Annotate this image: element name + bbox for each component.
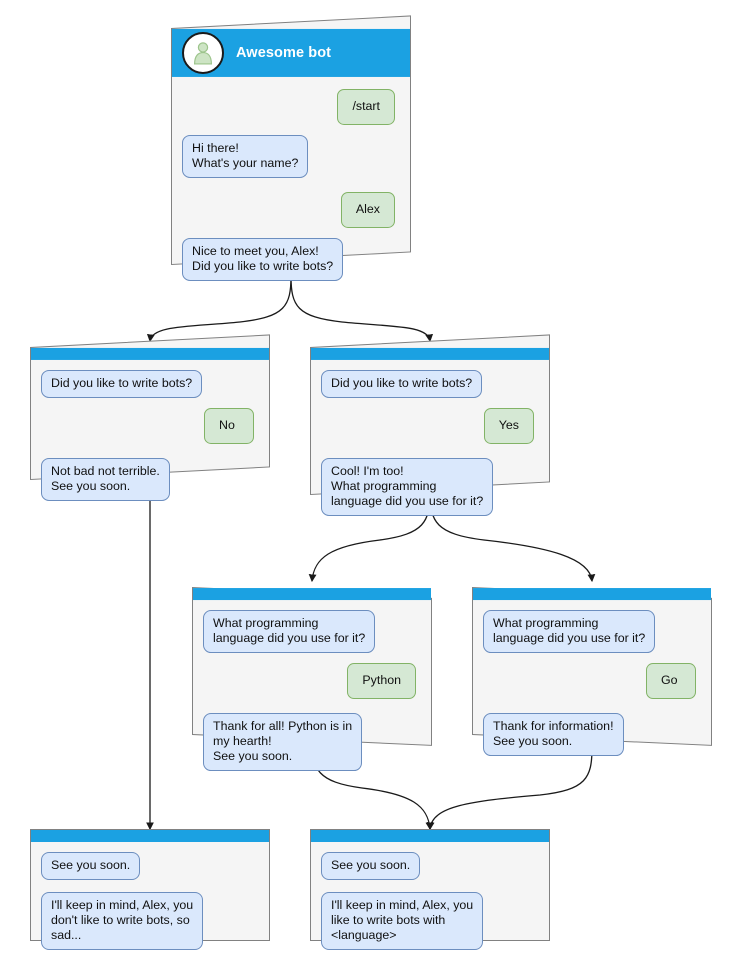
user-bubble[interactable]: Yes — [483, 407, 534, 444]
message-row: /start — [182, 88, 400, 125]
message-row: Alex — [182, 191, 400, 228]
node-answer-yes[interactable]: Did you like to write bots? Yes Cool! I'… — [310, 334, 550, 516]
bot-bubble[interactable]: See you soon. — [41, 852, 141, 880]
message-row: I'll keep in mind, Alex, you don't like … — [41, 892, 259, 950]
message-row: Python — [203, 663, 421, 700]
node-answer-yes-header — [311, 347, 549, 360]
bot-bubble[interactable]: Did you like to write bots? — [321, 369, 483, 398]
user-bubble[interactable]: Alex — [340, 191, 395, 228]
bot-bubble[interactable]: Did you like to write bots? — [41, 369, 203, 398]
bot-bubble[interactable]: I'll keep in mind, Alex, you don't like … — [41, 892, 204, 950]
bot-bubble[interactable]: Thank for information! See you soon. — [483, 713, 624, 757]
node-end-no-messages: See you soon. I'll keep in mind, Alex, y… — [31, 842, 269, 962]
message-row: Thank for all! Python is in my hearth! S… — [203, 713, 421, 772]
message-row: Not bad not terrible. See you soon. — [41, 457, 259, 501]
message-row: Did you like to write bots? — [321, 369, 539, 398]
message-row: Thank for information! See you soon. — [483, 713, 701, 757]
node-answer-python-messages: What programming language did you use fo… — [193, 600, 431, 783]
user-bubble[interactable]: No — [204, 407, 254, 444]
message-row: Yes — [321, 407, 539, 444]
node-start-messages: /start Hi there! What's your name? Alex … — [172, 77, 410, 293]
node-end-yes[interactable]: See you soon. I'll keep in mind, Alex, y… — [310, 829, 550, 950]
user-bubble[interactable]: Python — [347, 663, 416, 700]
node-answer-go-header — [473, 588, 711, 601]
user-bubble[interactable]: /start — [337, 88, 395, 125]
node-start[interactable]: Awesome bot /start Hi there! What's your… — [171, 15, 411, 281]
message-row: What programming language did you use fo… — [203, 610, 421, 654]
node-answer-no[interactable]: Did you like to write bots? No Not bad n… — [30, 334, 270, 501]
message-row: See you soon. — [41, 852, 259, 880]
node-end-yes-messages: See you soon. I'll keep in mind, Alex, y… — [311, 842, 549, 962]
bot-bubble[interactable]: Not bad not terrible. See you soon. — [41, 457, 170, 501]
node-answer-python[interactable]: What programming language did you use fo… — [192, 587, 432, 772]
message-row: Hi there! What's your name? — [182, 134, 400, 178]
message-row: Cool! I'm too! What programming language… — [321, 457, 539, 516]
bot-bubble[interactable]: What programming language did you use fo… — [203, 610, 376, 654]
message-row: Nice to meet you, Alex! Did you like to … — [182, 237, 400, 281]
node-answer-yes-messages: Did you like to write bots? Yes Cool! I'… — [311, 360, 549, 528]
node-answer-python-header — [193, 588, 431, 601]
bot-bubble[interactable]: Cool! I'm too! What programming language… — [321, 457, 494, 516]
node-start-header: Awesome bot — [172, 28, 410, 77]
message-row: See you soon. — [321, 852, 539, 880]
bot-bubble[interactable]: Nice to meet you, Alex! Did you like to … — [182, 237, 344, 281]
node-answer-no-messages: Did you like to write bots? No Not bad n… — [31, 360, 269, 513]
message-row: I'll keep in mind, Alex, you like to wri… — [321, 892, 539, 950]
node-start-title: Awesome bot — [236, 44, 332, 61]
message-row: Did you like to write bots? — [41, 369, 259, 398]
message-row: Go — [483, 663, 701, 700]
bot-bubble[interactable]: Thank for all! Python is in my hearth! S… — [203, 713, 363, 772]
message-row: What programming language did you use fo… — [483, 610, 701, 654]
message-row: No — [41, 407, 259, 444]
node-answer-go-messages: What programming language did you use fo… — [473, 600, 711, 768]
person-avatar-icon — [182, 31, 224, 74]
bot-bubble[interactable]: See you soon. — [321, 852, 421, 880]
bot-bubble[interactable]: Hi there! What's your name? — [182, 134, 309, 178]
node-end-no-header — [31, 830, 269, 842]
bot-bubble[interactable]: What programming language did you use fo… — [483, 610, 656, 654]
node-answer-no-header — [31, 347, 269, 360]
node-end-no[interactable]: See you soon. I'll keep in mind, Alex, y… — [30, 829, 270, 950]
bot-bubble[interactable]: I'll keep in mind, Alex, you like to wri… — [321, 892, 484, 950]
node-answer-go[interactable]: What programming language did you use fo… — [472, 587, 712, 757]
node-end-yes-header — [311, 830, 549, 842]
user-bubble[interactable]: Go — [646, 663, 696, 700]
